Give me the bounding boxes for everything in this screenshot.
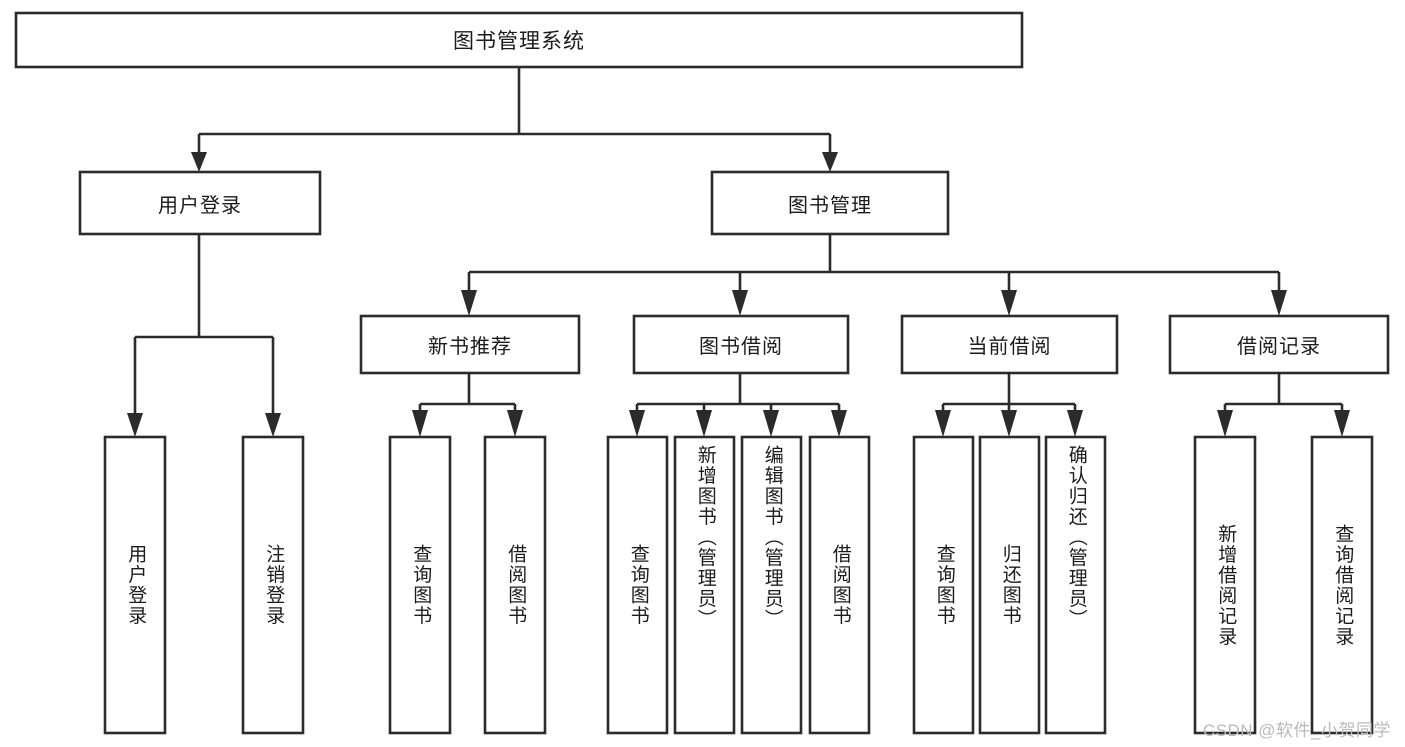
node-current-borrow[interactable] xyxy=(900,314,1119,375)
arrow-head-currentborrow-leaf-3 xyxy=(1067,410,1083,437)
connector-group-root xyxy=(191,67,838,172)
node-leaf-currentborrow-query[interactable] xyxy=(912,435,975,735)
node-leaf-bookborrow-add[interactable] xyxy=(673,435,736,735)
arrow-head-borrow-record xyxy=(1271,290,1287,316)
arrow-head-current-borrow xyxy=(1001,290,1017,316)
arrow-head-newbook-leaf-1 xyxy=(412,410,428,437)
arrow-head-borrowrecord-leaf-1 xyxy=(1217,410,1233,437)
node-leaf-currentborrow-return[interactable] xyxy=(978,435,1041,735)
connector-group-borrow-record xyxy=(1217,373,1350,437)
node-leaf-user-login[interactable] xyxy=(103,435,167,735)
arrow-head-currentborrow-leaf-2 xyxy=(1001,410,1017,437)
arrow-head-book-mgmt xyxy=(822,152,838,172)
node-leaf-record-query[interactable] xyxy=(1310,435,1374,735)
node-book-management[interactable] xyxy=(710,170,950,236)
arrow-head-book-borrow xyxy=(732,290,748,316)
node-new-book-recommend[interactable] xyxy=(359,314,581,375)
arrow-head-bookborrow-leaf-2 xyxy=(696,410,712,437)
connector-group-user-login xyxy=(127,234,281,437)
arrow-head-leaf-logout xyxy=(265,413,281,437)
node-leaf-logout[interactable] xyxy=(241,435,305,735)
node-leaf-currentborrow-confirm[interactable] xyxy=(1044,435,1107,735)
arrow-head-newbook-leaf-2 xyxy=(507,410,523,437)
node-root[interactable] xyxy=(14,11,1024,69)
arrow-head-new-book xyxy=(461,290,477,316)
node-book-borrow[interactable] xyxy=(632,314,850,375)
arrow-head-currentborrow-leaf-1 xyxy=(935,410,951,437)
node-leaf-newbook-query[interactable] xyxy=(388,435,452,735)
connector-group-new-book xyxy=(412,373,523,437)
node-borrow-record[interactable] xyxy=(1168,314,1390,375)
arrow-head-borrowrecord-leaf-2 xyxy=(1334,410,1350,437)
arrow-head-leaf-user-login xyxy=(127,413,143,437)
arrow-head-user-login xyxy=(191,152,207,172)
connector-group-current-borrow xyxy=(935,373,1083,437)
connector-group-book-borrow xyxy=(629,373,847,437)
arrow-head-bookborrow-leaf-4 xyxy=(831,410,847,437)
node-user-login[interactable] xyxy=(78,170,322,236)
node-leaf-record-add[interactable] xyxy=(1193,435,1257,735)
node-leaf-bookborrow-borrow[interactable] xyxy=(808,435,871,735)
node-leaf-bookborrow-query[interactable] xyxy=(606,435,669,735)
arrow-head-bookborrow-leaf-3 xyxy=(763,410,779,437)
watermark-csdn: CSDN @软件_小贺同学 xyxy=(1202,721,1391,740)
arrow-head-bookborrow-leaf-1 xyxy=(629,410,645,437)
node-leaf-bookborrow-edit[interactable] xyxy=(740,435,803,735)
node-leaf-newbook-borrow[interactable] xyxy=(483,435,547,735)
connector-group-book-mgmt xyxy=(461,234,1287,316)
